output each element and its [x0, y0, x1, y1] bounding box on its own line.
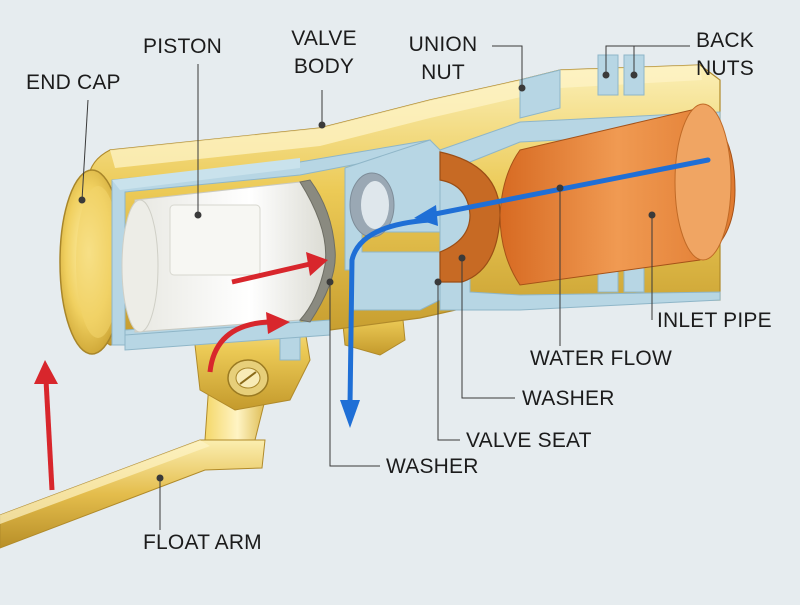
label-water-flow: WATER FLOW	[530, 347, 672, 370]
motion-arrows	[34, 252, 328, 491]
leader-valve-seat	[437, 282, 460, 441]
pivot-pin	[227, 359, 269, 397]
leader-union-nut	[492, 45, 523, 88]
label-union-nut-line1: UNION	[408, 33, 478, 56]
piston-washer	[299, 179, 336, 323]
valve-seat-bore	[349, 172, 395, 238]
label-float-arm: FLOAT ARM	[143, 531, 262, 554]
label-valve-body-line1: VALVE	[291, 27, 357, 50]
label-valve-body-line2: BODY	[293, 55, 355, 78]
piston	[121, 181, 327, 333]
label-washer-right: WASHER	[522, 387, 615, 410]
label-valve-seat: VALVE SEAT	[466, 429, 592, 452]
label-inlet-pipe: INLET PIPE	[657, 309, 772, 332]
water-flow-arrow	[340, 157, 711, 428]
end-cap	[59, 169, 125, 355]
leader-lines	[78, 45, 690, 530]
label-union-nut-line2: NUT	[421, 61, 465, 84]
label-end-cap: END CAP	[26, 71, 121, 94]
label-back-nuts-line2: NUTS	[696, 57, 754, 80]
leader-back-nut-1	[605, 45, 690, 75]
label-back-nuts-line1: BACK	[696, 29, 754, 52]
leader-washer-right	[461, 258, 515, 399]
label-piston: PISTON	[143, 35, 222, 58]
leader-end-cap	[81, 99, 89, 201]
leader-washer-left	[329, 282, 380, 467]
label-washer-left: WASHER	[386, 455, 479, 478]
inlet-pipe	[499, 103, 736, 286]
